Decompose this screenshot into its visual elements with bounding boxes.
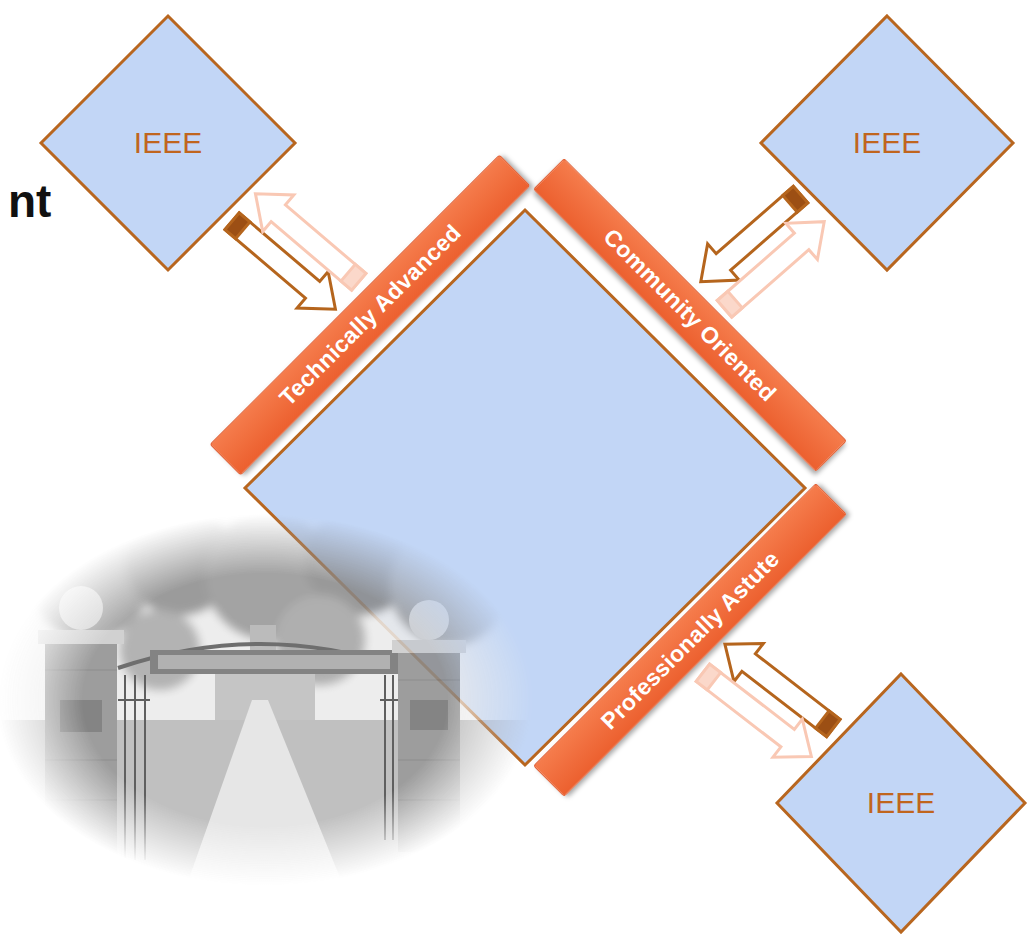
gate-bar xyxy=(134,675,136,860)
node-text-group: Technically Advanced xyxy=(274,219,466,411)
block-arrow xyxy=(696,664,811,757)
left-pillar xyxy=(45,642,117,872)
brick-line xyxy=(398,760,460,761)
orange-band: Community Oriented xyxy=(533,158,847,472)
diamond-shape xyxy=(41,16,295,270)
diamond-label: IEEE xyxy=(134,126,202,161)
arrow-tail xyxy=(783,186,808,212)
orange-band: Technically Advanced xyxy=(209,154,530,475)
node-text-group: IEEE xyxy=(134,126,202,161)
gate-sign-panel xyxy=(158,655,390,669)
pillar-ball xyxy=(59,586,103,630)
brick-line xyxy=(45,760,117,761)
gate-arch xyxy=(118,644,400,668)
pillar-plaque xyxy=(410,700,448,730)
arrow-tail xyxy=(225,213,250,239)
ieee-diamond: IEEE xyxy=(39,14,297,272)
diamond-label: IEEE xyxy=(853,126,921,161)
band-label: Professionally Astute xyxy=(595,545,784,734)
block-arrow xyxy=(717,222,824,317)
brick-lines xyxy=(45,670,460,800)
heading-fragment: nt xyxy=(8,178,51,224)
ieee-diamond: IEEE xyxy=(775,672,1027,934)
orange-band: Professionally Astute xyxy=(533,483,847,797)
band-label: Technically Advanced xyxy=(274,219,466,411)
block-arrow xyxy=(255,194,365,290)
gate-sign xyxy=(150,650,398,674)
right-pillar xyxy=(398,652,460,852)
campus-gate-photo xyxy=(0,505,540,890)
node-text-group: Professionally Astute xyxy=(595,545,784,734)
pillar-ball xyxy=(409,600,449,640)
brick-line xyxy=(398,800,460,801)
diamond-shape xyxy=(761,16,1013,270)
arrow-outline xyxy=(725,644,840,737)
photo-sky xyxy=(0,510,540,890)
arrow-tail xyxy=(717,291,742,317)
block-arrow xyxy=(725,644,840,737)
ieee-diamond: IEEE xyxy=(759,14,1015,272)
gate-bars xyxy=(118,675,398,860)
brick-line xyxy=(398,680,460,681)
arrow-tail xyxy=(696,664,721,690)
brick-line xyxy=(45,670,117,671)
node-text-group: Community Oriented xyxy=(598,223,782,407)
arrow-outline xyxy=(255,194,365,290)
gate-bar xyxy=(118,699,150,701)
gate-bar xyxy=(380,699,398,701)
arrow-outline xyxy=(225,213,335,309)
gate-bar xyxy=(144,675,146,860)
arrow-outline xyxy=(701,186,808,281)
gate-bar xyxy=(124,675,126,860)
pillar-plaque xyxy=(60,700,102,732)
node-text-group: IEEE xyxy=(853,126,921,161)
photo-walkway xyxy=(185,700,345,890)
arrow-tail xyxy=(816,711,841,737)
arrow-outline xyxy=(696,664,811,757)
pillar-cap xyxy=(392,640,466,653)
pillar-cap xyxy=(38,630,124,644)
diamond-shape xyxy=(777,674,1025,932)
diamond-label: IEEE xyxy=(867,786,935,821)
block-arrow xyxy=(701,186,808,281)
brick-line xyxy=(45,800,117,801)
band-label: Community Oriented xyxy=(598,223,782,407)
node-text-group: IEEE xyxy=(867,786,935,821)
tree xyxy=(390,525,510,645)
arrow-outline xyxy=(717,222,824,317)
arrow-tail xyxy=(341,264,366,290)
block-arrow xyxy=(225,213,335,309)
